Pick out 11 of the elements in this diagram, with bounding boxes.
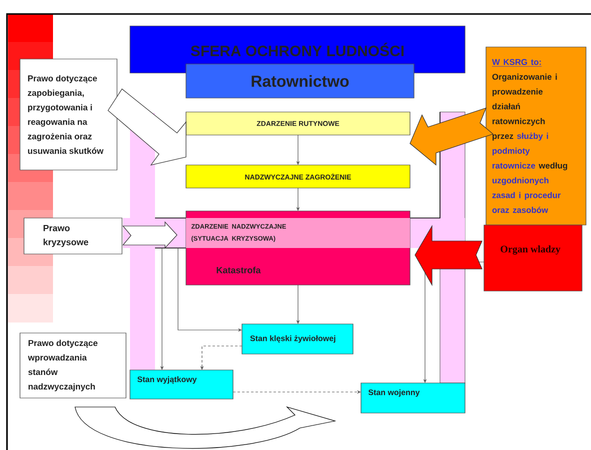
block-arrow	[122, 221, 178, 249]
text-box: Prawo kryzysowe	[24, 218, 122, 254]
text-box: Prawo dotyczące zapobiegania, przygotowania i reagowania na zagrożenia oraz usuwania skutków	[20, 58, 118, 170]
state-box: Stan wojenny	[360, 382, 466, 414]
heading-box: Ratownictwo	[186, 64, 414, 98]
text-box: Prawo dotyczące wprowadzania stanów nadzwyczajnych	[20, 332, 126, 398]
state-box: Stan wyjątkowy	[130, 370, 234, 400]
state-box: Stan klęski żywiołowej	[242, 324, 354, 354]
block-arrow	[108, 88, 186, 166]
info-box: W KSRG to: Organizowanie i prowadzenie działań ratowniczych przez służby i podmioty ratownicze według uzgodnionych zasad i procedur oraz zasobów	[486, 46, 586, 226]
authority-box: Organ wladzy	[484, 224, 582, 292]
